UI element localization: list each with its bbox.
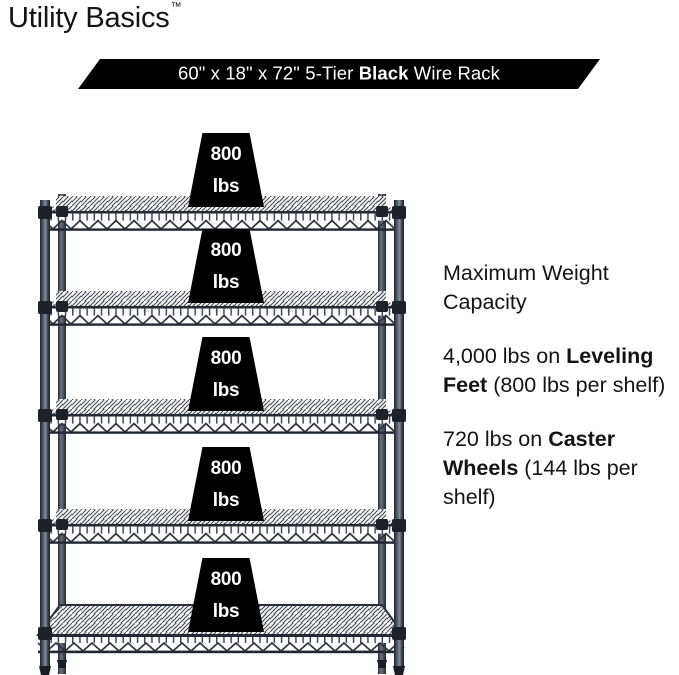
weight-badge-unit: lbs — [212, 379, 240, 401]
weight-badge: 800 lbs — [188, 337, 264, 411]
weight-badge-value: 800 — [210, 347, 242, 369]
wire-rack-illustration — [0, 100, 440, 675]
weight-badge: 800 lbs — [188, 558, 264, 632]
weight-badge: 800 lbs — [188, 133, 264, 207]
trademark-symbol: ™ — [170, 1, 182, 14]
rack-rear-posts — [58, 194, 386, 674]
caster-emphasis: Caster Wheels — [443, 427, 616, 480]
weight-badge-value: 800 — [210, 143, 242, 165]
weight-badge-unit: lbs — [212, 489, 240, 511]
caster-wheels-capacity: 720 lbs on Caster Wheels (144 lbs per sh… — [443, 425, 679, 511]
weight-badge-value: 800 — [210, 239, 242, 261]
weight-badge: 800 lbs — [188, 447, 264, 521]
brand-name: Utility Basics — [8, 2, 170, 34]
weight-badge-unit: lbs — [212, 175, 240, 197]
title-banner: 60" x 18" x 72" 5-Tier Black Wire Rack — [78, 59, 600, 89]
weight-badge: 800 lbs — [188, 229, 264, 303]
leveling-total: 4,000 lbs on — [443, 344, 567, 369]
leveling-emphasis: Leveling Feet — [443, 344, 654, 397]
weight-badge-unit: lbs — [212, 271, 240, 293]
caster-total: 720 lbs on — [443, 427, 549, 452]
weight-badge-unit: lbs — [212, 600, 240, 622]
caster-detail: (144 lbs per shelf) — [443, 455, 638, 509]
weight-badge-value: 800 — [210, 457, 242, 479]
rack-front-posts — [38, 200, 406, 670]
brand-logo: Utility Basics™ — [8, 1, 182, 35]
leveling-feet-capacity: 4,000 lbs on Leveling Feet (800 lbs per … — [443, 342, 679, 399]
banner-title: 60" x 18" x 72" 5-Tier Black Wire Rack — [177, 62, 501, 84]
leveling-feet — [39, 660, 405, 675]
leveling-detail: (800 lbs per shelf) — [487, 372, 666, 397]
capacity-text-block: Maximum Weight Capacity 4,000 lbs on Lev… — [443, 259, 679, 511]
capacity-heading: Maximum Weight Capacity — [443, 261, 609, 314]
weight-badge-value: 800 — [210, 568, 242, 590]
